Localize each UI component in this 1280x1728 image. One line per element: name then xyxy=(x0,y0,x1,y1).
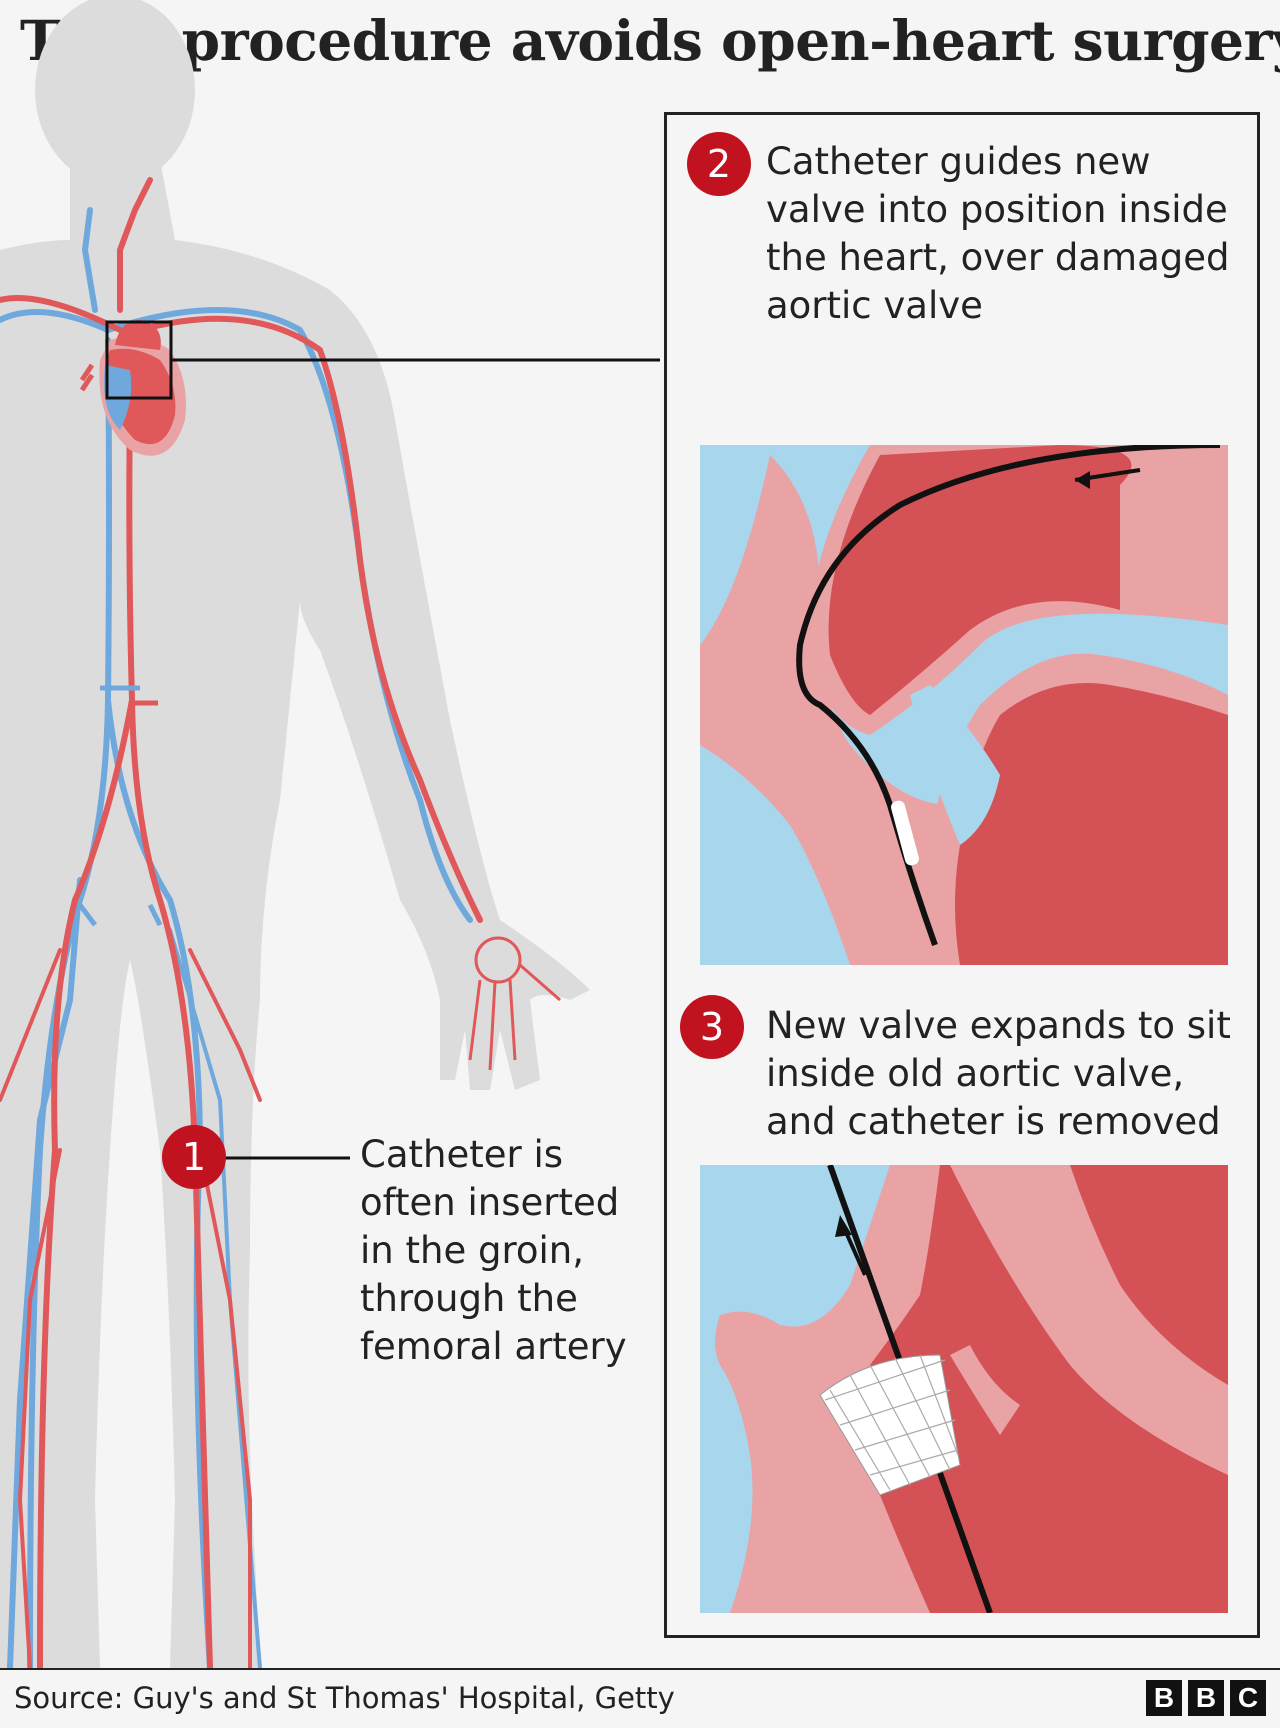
step3-badge: 3 xyxy=(680,995,744,1059)
step3-text: New valve expands to sit inside old aort… xyxy=(766,1004,1231,1143)
step2-text: Catheter guides new valve into position … xyxy=(766,140,1230,327)
bbc-logo: B B C xyxy=(1146,1680,1266,1716)
source-credit: Source: Guy's and St Thomas' Hospital, G… xyxy=(14,1681,675,1715)
removal-direction-arrow xyxy=(843,1229,867,1276)
step1-text: Catheter is often inserted in the groin,… xyxy=(360,1133,627,1368)
logo-letter: B xyxy=(1188,1680,1224,1716)
arteries xyxy=(0,177,483,1668)
step3-valve-illustration xyxy=(700,1165,1228,1613)
valve-on-catheter xyxy=(891,800,919,866)
page-title: TAVI procedure avoids open-heart surgery xyxy=(20,8,1280,73)
logo-letter: C xyxy=(1230,1680,1266,1716)
body-vessel-illustration xyxy=(0,0,660,1668)
step2-badge: 2 xyxy=(687,132,751,196)
expanded-valve-stent xyxy=(819,1354,961,1496)
step2-catheter-illustration xyxy=(700,445,1228,965)
veins xyxy=(0,207,473,1668)
hand-vessels xyxy=(468,936,561,1071)
footer-divider xyxy=(0,1668,1280,1670)
body-silhouette xyxy=(0,0,590,1668)
heart-illustration xyxy=(99,320,186,456)
step1-badge: 1 xyxy=(162,1125,226,1189)
logo-letter: B xyxy=(1146,1680,1182,1716)
